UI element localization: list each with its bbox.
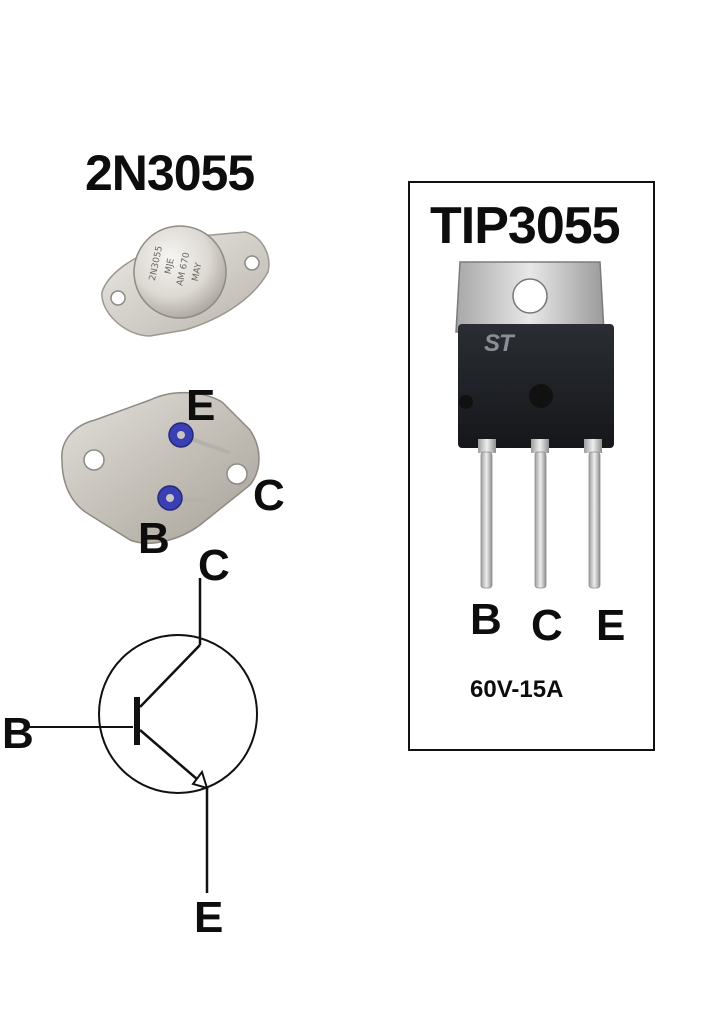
can-mark-2: MJE <box>164 257 177 275</box>
bottom-hole-right <box>226 463 248 485</box>
to3-bottom-flange <box>61 391 260 544</box>
can-mark-4: MAY <box>191 261 205 282</box>
st-logo: ST <box>484 330 514 357</box>
to3-bottom-view <box>61 391 260 544</box>
emitter-diag <box>139 729 206 787</box>
pkg-label-e: E <box>186 381 216 430</box>
tip-label-e: E <box>596 601 626 650</box>
npn-symbol <box>28 578 258 893</box>
emitter-arrow <box>191 769 209 790</box>
to3-can <box>133 225 227 319</box>
symbol-circle <box>98 634 258 794</box>
rating-text: 60V-15A <box>470 676 564 703</box>
tip3055-frame <box>408 181 655 751</box>
lead-e <box>588 451 601 589</box>
bottom-hole-left <box>83 449 105 471</box>
tab-hole <box>512 278 548 314</box>
lead-c <box>534 451 547 589</box>
tip-label-b: B <box>470 595 502 644</box>
mount-hole-right <box>244 255 260 271</box>
symbol-label-b: B <box>2 709 34 758</box>
tip-label-c: C <box>531 601 563 650</box>
pkg-label-c: C <box>253 471 285 520</box>
title-tip3055: TIP3055 <box>430 197 621 255</box>
collector-diag <box>139 644 201 708</box>
lead-b <box>480 451 493 589</box>
title-2n3055: 2N3055 <box>85 145 255 201</box>
mount-hole-left <box>110 290 126 306</box>
symbol-label-c: C <box>198 541 230 590</box>
symbol-label-e: E <box>194 893 224 942</box>
tip3055-package <box>455 261 614 589</box>
pkg-label-b: B <box>138 514 170 563</box>
to3-top-view: 2N3055 MJE AM 670 MAY <box>101 225 270 337</box>
